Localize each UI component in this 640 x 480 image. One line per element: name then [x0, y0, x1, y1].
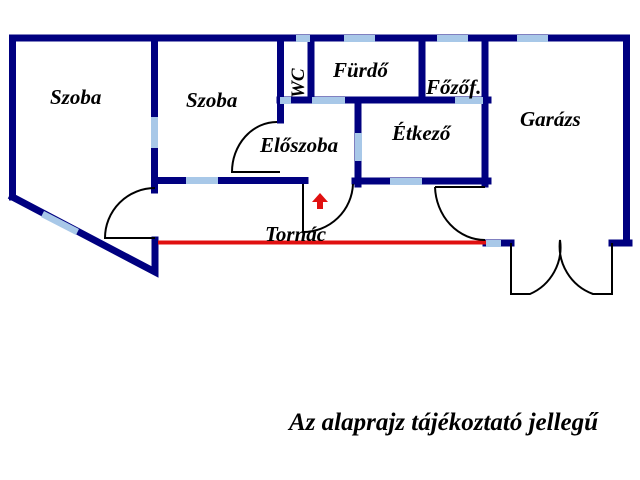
- disclaimer-text: Az alaprajz tájékoztató jellegű: [289, 409, 599, 436]
- room-label-fozof: Főzőf.: [425, 75, 481, 99]
- room-label-szoba-2: Szoba: [186, 88, 237, 112]
- window: [486, 240, 501, 247]
- windows: [41, 35, 548, 247]
- door-swing: [302, 183, 354, 234]
- room-label-etkezo: Étkező: [391, 121, 452, 145]
- room-label-garazs: Garázs: [520, 107, 581, 131]
- garage-double-door: [510, 239, 613, 295]
- window: [355, 133, 362, 161]
- window: [437, 35, 468, 42]
- window: [280, 97, 291, 104]
- window: [455, 97, 483, 104]
- window: [517, 35, 548, 42]
- outer-top-wall: [9, 34, 630, 247]
- door-swing: [230, 121, 280, 173]
- window: [390, 178, 422, 185]
- room-label-eloszoba: Előszoba: [259, 133, 338, 157]
- window: [296, 35, 310, 42]
- window: [344, 35, 375, 42]
- entry-arrow-icon: [312, 193, 328, 209]
- left-diagonal-wall: [7, 192, 159, 278]
- window: [186, 177, 218, 184]
- window: [151, 117, 158, 148]
- room-label-szoba-1: Szoba: [50, 85, 101, 109]
- room-label-wc: WC: [288, 68, 309, 98]
- window: [41, 211, 79, 235]
- door-swing: [434, 186, 486, 241]
- window: [312, 97, 345, 104]
- room-label-tornac: Tornác: [265, 222, 327, 246]
- door-swing: [103, 187, 156, 239]
- room-label-furdo: Fürdő: [332, 58, 389, 82]
- doors: [103, 121, 613, 295]
